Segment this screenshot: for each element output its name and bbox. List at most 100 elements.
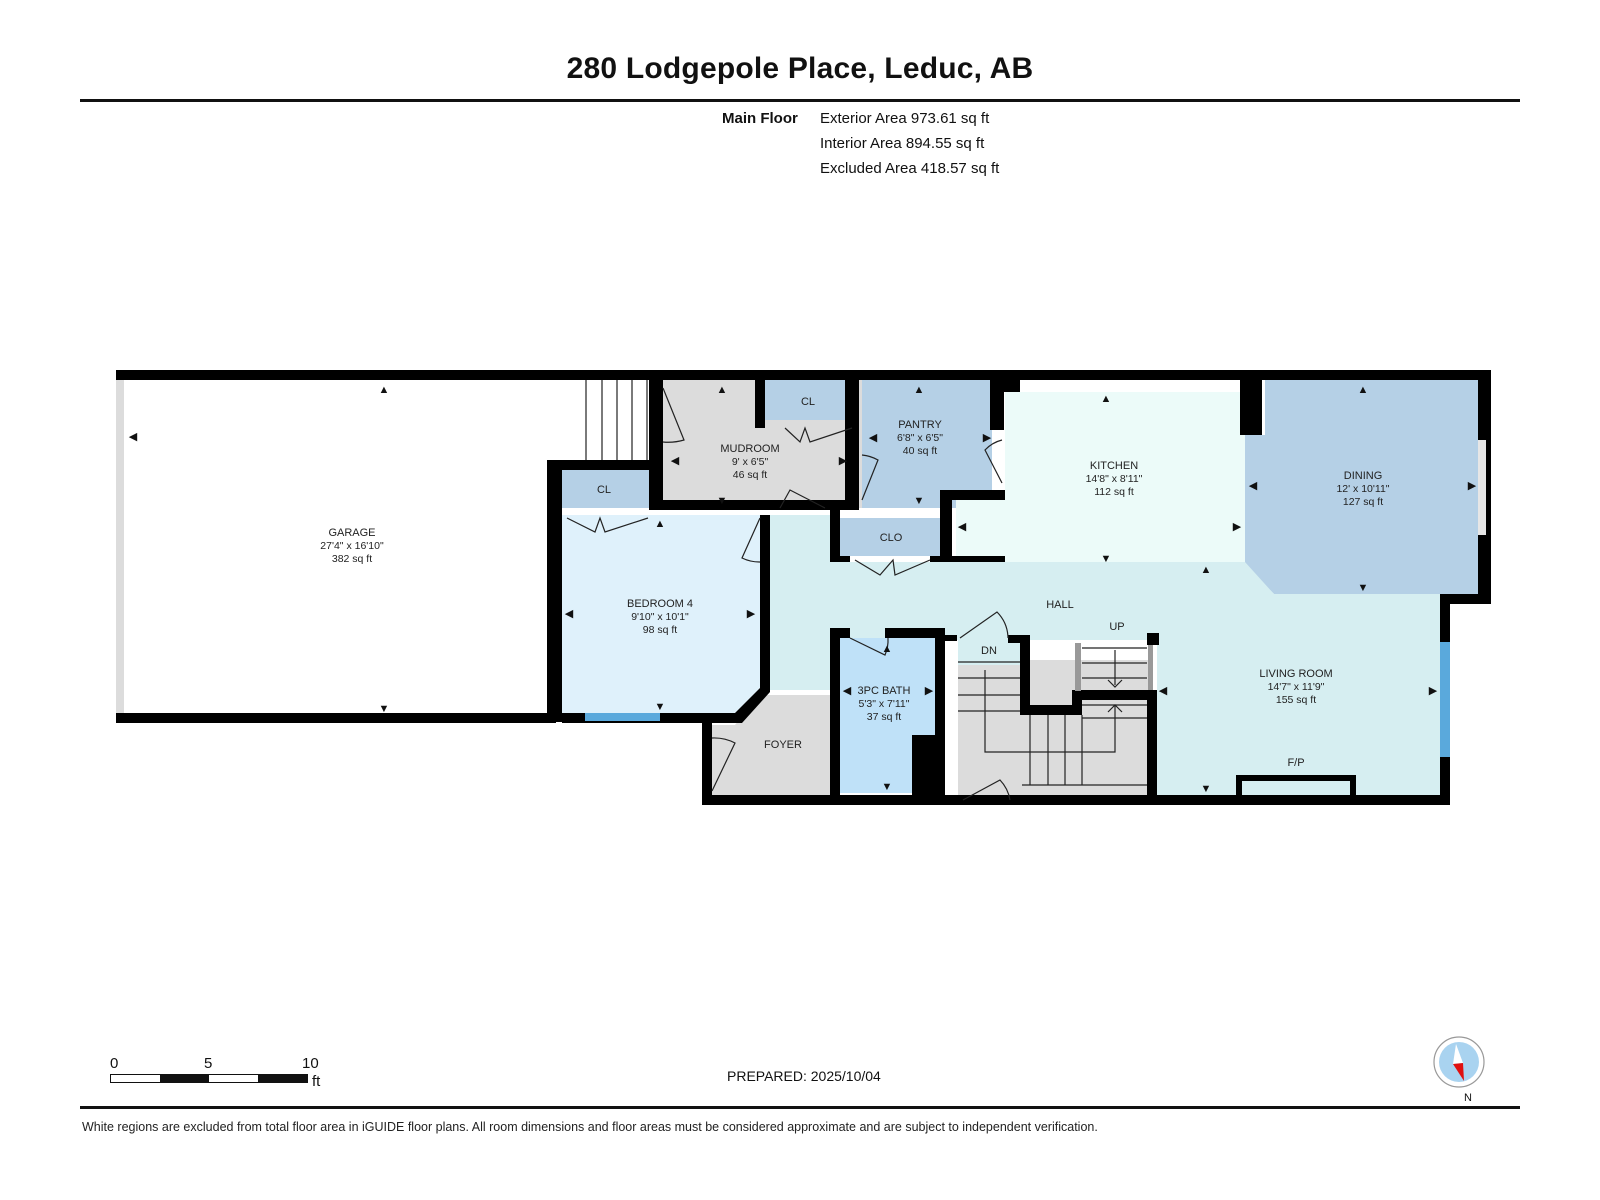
room-area-dining: 127 sq ft bbox=[1343, 496, 1383, 508]
svg-text:▲: ▲ bbox=[717, 384, 728, 396]
svg-text:▲: ▲ bbox=[914, 384, 925, 396]
svg-text:▲: ▲ bbox=[655, 518, 666, 530]
svg-text:▼: ▼ bbox=[1201, 783, 1212, 795]
room-area-garage: 382 sq ft bbox=[332, 553, 372, 565]
stairs-dn-landing bbox=[958, 640, 1020, 665]
svg-text:▼: ▼ bbox=[882, 781, 893, 793]
svg-text:▶: ▶ bbox=[747, 608, 756, 620]
fireplace-label: F/P bbox=[1287, 757, 1304, 769]
room-dims-bedroom4: 9'10" x 10'1" bbox=[631, 611, 689, 623]
room-name-closet-bedroom: CL bbox=[597, 484, 611, 496]
room-dims-mudroom: 9' x 6'5" bbox=[732, 456, 769, 468]
header-divider bbox=[80, 99, 1520, 102]
room-area-mudroom: 46 sq ft bbox=[733, 469, 768, 481]
page-title: 280 Lodgepole Place, Leduc, AB bbox=[566, 52, 1034, 85]
foyer-area bbox=[705, 695, 830, 795]
bedroom-window bbox=[585, 713, 660, 721]
room-name-garage: GARAGE bbox=[328, 527, 375, 539]
svg-text:▼: ▼ bbox=[655, 701, 666, 713]
scale-bar-graphic bbox=[110, 1074, 308, 1083]
svg-text:▶: ▶ bbox=[1468, 480, 1477, 492]
room-area-living: 155 sq ft bbox=[1276, 694, 1316, 706]
room-dims-living: 14'7" x 11'9" bbox=[1268, 681, 1325, 693]
svg-text:▲: ▲ bbox=[379, 384, 390, 396]
excluded-area: Excluded Area 418.57 sq ft bbox=[820, 160, 1000, 177]
room-labels: GARAGE 27'4" x 16'10" 382 sq ft MUDROOM … bbox=[320, 396, 1390, 769]
dining-window bbox=[1478, 440, 1486, 535]
doors bbox=[566, 387, 1011, 801]
footer-divider bbox=[80, 1106, 1520, 1109]
room-fills bbox=[122, 380, 1482, 795]
prepared-date: PREPARED: 2025/10/04 bbox=[727, 1068, 881, 1084]
svg-text:▼: ▼ bbox=[717, 495, 728, 507]
room-dims-pantry: 6'8" x 6'5" bbox=[897, 432, 943, 444]
svg-text:◀: ◀ bbox=[671, 455, 680, 467]
room-dims-kitchen: 14'8" x 8'11" bbox=[1086, 473, 1143, 485]
stairs-dn-label: DN bbox=[981, 645, 997, 657]
svg-text:▼: ▼ bbox=[379, 703, 390, 715]
room-name-hall: HALL bbox=[1046, 599, 1074, 611]
svg-text:◀: ◀ bbox=[1159, 685, 1168, 697]
disclaimer: White regions are excluded from total fl… bbox=[82, 1120, 1098, 1134]
room-dims-garage: 27'4" x 16'10" bbox=[320, 540, 384, 552]
exterior-area: Exterior Area 973.61 sq ft bbox=[820, 110, 990, 127]
room-area-bedroom4: 98 sq ft bbox=[643, 624, 678, 636]
svg-text:▶: ▶ bbox=[983, 432, 992, 444]
room-name-closet-mudroom: CL bbox=[801, 396, 815, 408]
bedroom-area bbox=[562, 515, 760, 713]
room-dims-dining: 12' x 10'11" bbox=[1336, 483, 1389, 495]
floor-name: Main Floor bbox=[722, 110, 798, 127]
svg-text:▲: ▲ bbox=[1358, 384, 1369, 396]
svg-text:▲: ▲ bbox=[1101, 393, 1112, 405]
scale-tick-5: 5 bbox=[204, 1055, 213, 1072]
svg-text:▲: ▲ bbox=[1201, 564, 1212, 576]
svg-text:▼: ▼ bbox=[914, 495, 925, 507]
svg-text:▲: ▲ bbox=[882, 643, 893, 655]
room-name-bedroom4: BEDROOM 4 bbox=[627, 598, 693, 610]
stairs-up-label: UP bbox=[1109, 621, 1124, 633]
closet-mudroom bbox=[760, 380, 855, 420]
svg-text:◀: ◀ bbox=[843, 685, 852, 697]
svg-text:▶: ▶ bbox=[1233, 521, 1242, 533]
svg-text:▼: ▼ bbox=[1358, 582, 1369, 594]
dining-area bbox=[1245, 380, 1482, 594]
stairs-garage bbox=[575, 380, 663, 460]
kitchen-area bbox=[956, 392, 1245, 562]
scale-tick-10: 10 bbox=[302, 1055, 319, 1072]
room-name-clo: CLO bbox=[880, 532, 903, 544]
room-name-pantry: PANTRY bbox=[898, 419, 942, 431]
interior-area: Interior Area 894.55 sq ft bbox=[820, 135, 985, 152]
svg-text:◀: ◀ bbox=[1249, 480, 1258, 492]
clo-area bbox=[840, 518, 940, 556]
pantry-area bbox=[862, 380, 992, 508]
compass-icon bbox=[1433, 1036, 1485, 1088]
svg-text:◀: ◀ bbox=[129, 431, 138, 443]
stair-rail bbox=[1075, 643, 1081, 691]
scale-unit: ft bbox=[312, 1073, 321, 1090]
dimension-markers: ▲▼◀ ▲▼◀▶ ▲▼◀▶ ▲▼◀▶ ▲▼◀▶ ▲▼◀▶ ▲▼◀▶ ▲▼◀▶ bbox=[129, 384, 1477, 795]
garage-door bbox=[116, 380, 124, 713]
svg-text:▶: ▶ bbox=[839, 455, 848, 467]
room-area-kitchen: 112 sq ft bbox=[1094, 486, 1134, 498]
scale-tick-0: 0 bbox=[110, 1055, 119, 1072]
svg-text:▶: ▶ bbox=[925, 685, 934, 697]
room-name-bath: 3PC BATH bbox=[858, 685, 911, 697]
svg-text:▶: ▶ bbox=[1429, 685, 1438, 697]
room-name-mudroom: MUDROOM bbox=[720, 443, 779, 455]
garage-area bbox=[122, 380, 547, 713]
room-name-dining: DINING bbox=[1344, 470, 1383, 482]
svg-text:◀: ◀ bbox=[565, 608, 574, 620]
room-name-foyer: FOYER bbox=[764, 739, 802, 751]
room-name-kitchen: KITCHEN bbox=[1090, 460, 1138, 472]
room-area-bath: 37 sq ft bbox=[867, 711, 902, 723]
windows bbox=[116, 380, 1486, 757]
hall-area bbox=[765, 515, 1447, 795]
svg-text:◀: ◀ bbox=[958, 521, 967, 533]
living-window bbox=[1440, 642, 1450, 757]
closet-bedroom bbox=[558, 470, 650, 508]
stair-treads bbox=[585, 380, 1147, 786]
stair-rail bbox=[1148, 645, 1153, 690]
compass-north-label: N bbox=[1464, 1092, 1472, 1104]
room-dims-bath: 5'3" x 7'11" bbox=[859, 698, 910, 710]
